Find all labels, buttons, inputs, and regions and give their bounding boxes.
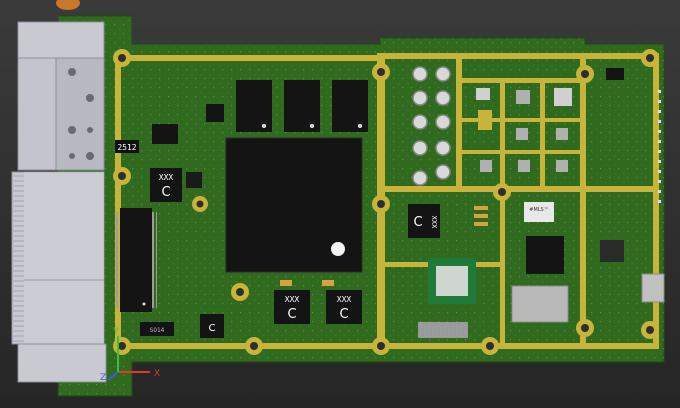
gold-grid-horizontal-4 xyxy=(456,150,582,154)
svg-text:XXX: XXX xyxy=(337,295,352,304)
board-code: 2512 xyxy=(117,143,136,152)
svg-text:C: C xyxy=(413,215,422,230)
svg-text:C: C xyxy=(209,323,216,334)
orange-component xyxy=(56,0,80,10)
axis-x-label: X xyxy=(154,369,160,379)
small-chips-left xyxy=(140,104,224,336)
small-chip-bottom: C xyxy=(200,314,224,338)
small-ic-top-right xyxy=(606,68,624,80)
gold-grid-vertical-5 xyxy=(500,192,505,346)
tall-chip-pins-left xyxy=(115,212,120,308)
gold-grid-vertical xyxy=(456,56,462,192)
gold-grid-vertical-4 xyxy=(580,56,586,346)
chip-small-label: SO14 xyxy=(150,327,165,334)
module-white xyxy=(524,202,554,222)
round-pads xyxy=(412,66,451,186)
xxx-chip-2: XXX C xyxy=(274,290,310,324)
xxx-chip-1: XXX C xyxy=(150,168,182,202)
gold-grid-vertical-2 xyxy=(500,78,505,192)
processor-pin1-marker xyxy=(331,242,345,256)
tall-chip xyxy=(120,208,152,312)
svg-text:C: C xyxy=(287,307,296,322)
gold-grid-horizontal-2 xyxy=(456,78,582,83)
gold-grid-horizontal-3 xyxy=(456,118,582,122)
tall-chip-pins-right xyxy=(152,212,157,308)
svg-text:XXX: XXX xyxy=(159,173,174,182)
svg-text:C: C xyxy=(339,307,348,322)
black-ic-right xyxy=(526,236,564,274)
axis-y-label: Y xyxy=(112,327,119,337)
svg-text:C: C xyxy=(161,185,170,200)
connector-bottom xyxy=(11,171,107,383)
mounting-holes xyxy=(113,49,659,355)
connector-top xyxy=(17,21,105,171)
green-ic xyxy=(428,258,476,304)
gold-grid-vertical-3 xyxy=(540,78,545,192)
metal-shield xyxy=(511,285,569,323)
board-code-box xyxy=(115,140,139,153)
axis-z-label: Z xyxy=(100,373,106,383)
gold-grid-horizontal xyxy=(385,186,656,192)
edge-pins xyxy=(658,90,661,203)
axis-triad xyxy=(107,336,150,381)
xxx-chip-3: XXX C xyxy=(326,290,362,324)
module-text: #MLS™ xyxy=(529,207,548,213)
grid-cells xyxy=(476,88,572,172)
xxx-chip-4: C XXX xyxy=(408,204,440,238)
memory-chips xyxy=(236,80,368,132)
svg-text:XXX: XXX xyxy=(285,295,300,304)
right-ic xyxy=(600,240,624,262)
wide-connector-pins xyxy=(420,324,466,336)
tall-chip-marker xyxy=(142,302,146,306)
usb-port xyxy=(641,273,665,303)
svg-text:XXX: XXX xyxy=(430,216,438,229)
orange-capacitors xyxy=(280,206,488,286)
